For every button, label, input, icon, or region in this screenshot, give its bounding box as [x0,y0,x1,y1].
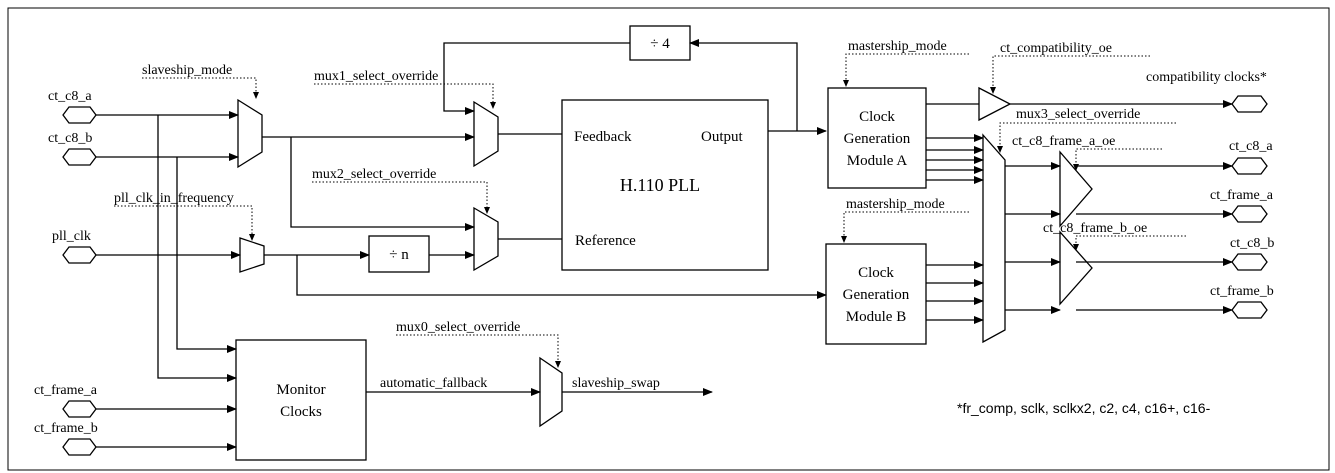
label-ct-frame-a-in: ct_frame_a [34,383,98,398]
div-n-label: ÷ n [389,247,409,263]
cgm-a-line-3: Module A [847,153,908,169]
label-slaveship-swap: slaveship_swap [572,376,660,391]
port-ct-c8-a-out [1231,157,1268,175]
ctrl-ct-compatibility-oe [990,55,1150,94]
pll-output-label: Output [701,129,744,145]
ctrl-mux3-select-override [997,122,1176,153]
monitor-line-1: Monitor [276,382,325,398]
label-ct-c8-frame-a-oe: ct_c8_frame_a_oe [1012,134,1115,149]
footnote: *fr_comp, sclk, sclkx2, c2, c4, c16+, c1… [957,400,1211,416]
label-pll-clk: pll_clk [52,229,91,244]
label-mastership-mode-b: mastership_mode [846,197,945,212]
port-ct-frame-b-in [62,438,97,456]
wire-output-to-div4 [689,39,798,131]
label-pll-clk-in-frequency: pll_clk_in_frequency [114,191,234,206]
wire-div4-to-mux1 [443,42,630,115]
cgm-b-line-2: Generation [843,287,910,303]
wire-ct-c8-a-tap [157,115,237,382]
ctrl-mastership-mode-a [843,53,969,87]
label-mux1-select-override: mux1_select_override [314,69,438,84]
label-mux3-select-override: mux3_select_override [1016,107,1140,122]
port-ct-c8-b-in [62,148,97,166]
label-ct-c8-a-in: ct_c8_a [48,89,92,104]
cgm-b-line-3: Module B [846,309,906,325]
label-automatic-fallback: automatic_fallback [380,376,487,391]
pll-feedback-label: Feedback [574,129,632,145]
label-ct-c8-b-out: ct_c8_b [1230,236,1274,251]
mux-2 [473,206,499,272]
ctrl-mux1-select-override [314,83,496,109]
ctrl-slaveship-mode [142,77,259,99]
mux-slaveship [237,98,263,169]
cgm-a-line-2: Generation [844,131,911,147]
mux-1 [473,100,499,168]
label-ct-c8-frame-b-oe: ct_c8_frame_b_oe [1043,221,1147,236]
buffer-ct-c8-frame-a [1059,150,1093,228]
port-pll-clk-in [62,246,97,264]
wire-slaveship-to-mux2 [290,137,475,231]
buffer-compatibility [978,86,1012,122]
label-ct-c8-b-in: ct_c8_b [48,131,92,146]
monitor-line-2: Clocks [280,404,322,420]
port-ct-frame-a-in [62,400,97,418]
label-mux0-select-override: mux0_select_override [396,320,520,335]
port-ct-c8-b-out [1231,253,1268,271]
pll-title: H.110 PLL [620,175,700,195]
wire-ct-c8-b-tap [176,157,237,353]
ctrl-mux0-select-override [396,334,561,368]
div-n-block [368,235,430,273]
pll-reference-label: Reference [575,233,636,249]
mux-3 [982,133,1006,344]
port-ct-frame-a-out [1231,205,1268,223]
ctrl-ct-c8-frame-a-oe [1073,148,1162,171]
label-ct-frame-b-out: ct_frame_b [1210,284,1274,299]
ctrl-pll-clk-in-frequency [114,205,255,241]
port-ct-c8-a-in [62,106,97,124]
pll-block [561,99,769,271]
port-compatibility-clocks-out [1231,95,1268,113]
diagram-frame [7,7,1330,471]
wire-pllin-to-cgm-b [296,255,827,299]
mux-pll-clk-in [239,237,265,273]
cgm-a-block [827,87,927,189]
ctrl-mux2-select-override [312,181,490,214]
label-slaveship-mode: slaveship_mode [142,63,232,78]
label-mux2-select-override: mux2_select_override [312,167,436,182]
label-ct-frame-b-in: ct_frame_b [34,421,98,436]
mux-0 [539,356,563,428]
label-mastership-mode-a: mastership_mode [848,39,947,54]
label-ct-c8-a-out: ct_c8_a [1229,139,1273,154]
label-compatibility-clocks: compatibility clocks* [1146,70,1267,85]
div-4-label: ÷ 4 [650,36,670,52]
cgm-a-line-1: Clock [859,109,895,125]
cgm-b-line-1: Clock [858,265,894,281]
label-ct-frame-a-out: ct_frame_a [1210,188,1274,203]
ctrl-ct-c8-frame-b-oe [1073,235,1186,251]
label-ct-compatibility-oe: ct_compatibility_oe [1000,41,1112,56]
port-ct-frame-b-out [1231,301,1268,319]
monitor-block [235,339,367,461]
ctrl-mastership-mode-b [841,211,969,243]
